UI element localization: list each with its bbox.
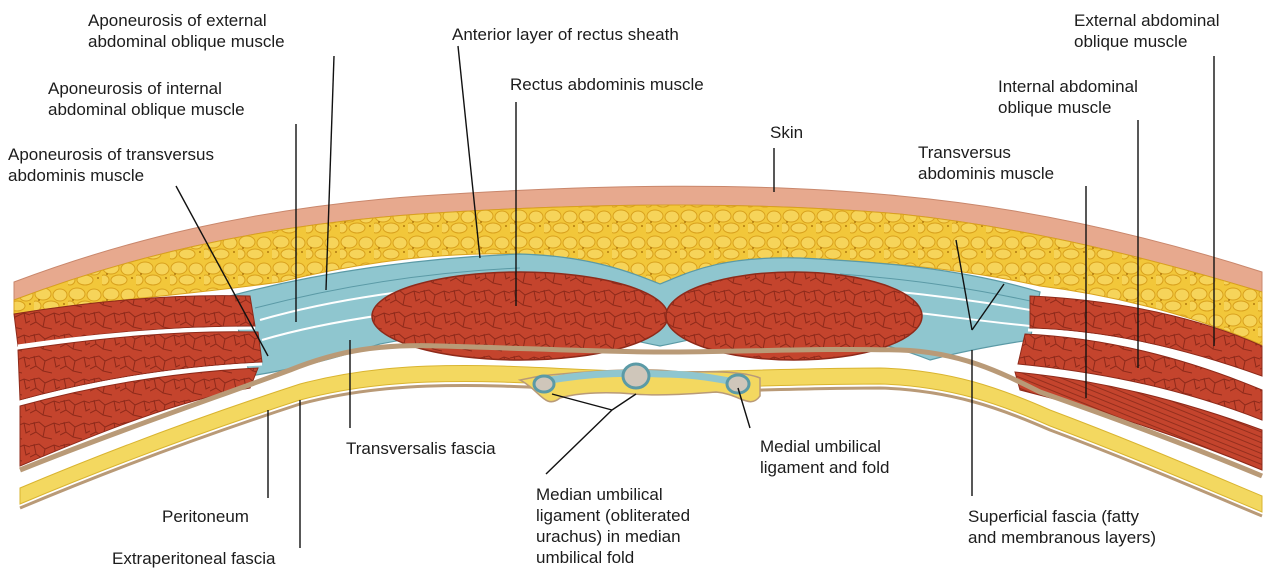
label-skin: Skin bbox=[770, 122, 803, 143]
label-transversalis-fascia: Transversalis fascia bbox=[346, 438, 496, 459]
label-anterior-rectus-sheath: Anterior layer of rectus sheath bbox=[452, 24, 679, 45]
label-extraperitoneal-fascia: Extraperitoneal fascia bbox=[112, 548, 275, 569]
rectus-muscle-right bbox=[666, 272, 922, 360]
label-peritoneum: Peritoneum bbox=[162, 506, 249, 527]
median-umbilical-ligament bbox=[623, 364, 649, 388]
label-rectus-abdominis: Rectus abdominis muscle bbox=[510, 74, 704, 95]
medial-umbilical-ligament-left bbox=[534, 376, 554, 392]
